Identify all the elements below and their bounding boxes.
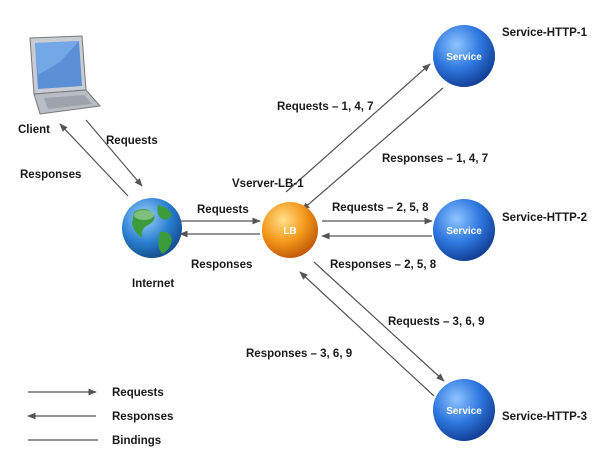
internet-label: Internet (132, 278, 174, 290)
flow-svc3-requests: Requests – 3, 6, 9 (388, 316, 485, 328)
flow-svc2-responses: Responses – 2, 5, 8 (330, 259, 437, 271)
arrow-svc3-response (299, 271, 435, 397)
flow-svc3-responses: Responses – 3, 6, 9 (246, 348, 352, 360)
lb-node (262, 202, 318, 258)
service-3-label: Service-HTTP-3 (502, 411, 587, 423)
client-label: Client (18, 124, 50, 136)
service-node-3-text: Service (446, 406, 482, 417)
service-node-2-text: Service (446, 226, 482, 237)
flow-svc1-requests: Requests – 1, 4, 7 (277, 101, 374, 113)
service-node-3 (433, 379, 495, 441)
vserver-label: Vserver-LB-1 (232, 178, 304, 190)
arrow-svc1-request (285, 63, 431, 193)
arrow-svc3-request (313, 261, 445, 382)
legend-requests-label: Requests (112, 387, 164, 399)
service-node-1-text: Service (446, 52, 482, 63)
service-node-1 (433, 25, 495, 87)
lb-node-text: LB (283, 226, 296, 237)
globe-icon (122, 198, 182, 258)
legend: Requests Responses Bindings (27, 387, 173, 447)
service-1-label: Service-HTTP-1 (502, 27, 588, 39)
flow-client-requests: Requests (106, 135, 158, 147)
arrow-client-request (85, 119, 143, 187)
legend-bindings-label: Bindings (112, 435, 161, 447)
arrow-svc1-response (301, 87, 444, 211)
service-node-2 (433, 199, 495, 261)
laptop-icon (29, 35, 101, 115)
service-2-label: Service-HTTP-2 (502, 212, 587, 224)
flow-internet-requests: Requests (197, 204, 249, 216)
flow-svc1-responses: Responses – 1, 4, 7 (382, 153, 488, 165)
flow-svc2-requests: Requests – 2, 5, 8 (332, 202, 429, 214)
flow-client-responses: Responses (20, 169, 81, 181)
arrow-client-response (59, 123, 129, 197)
legend-responses-label: Responses (112, 411, 173, 423)
flow-internet-responses: Responses (191, 259, 252, 271)
